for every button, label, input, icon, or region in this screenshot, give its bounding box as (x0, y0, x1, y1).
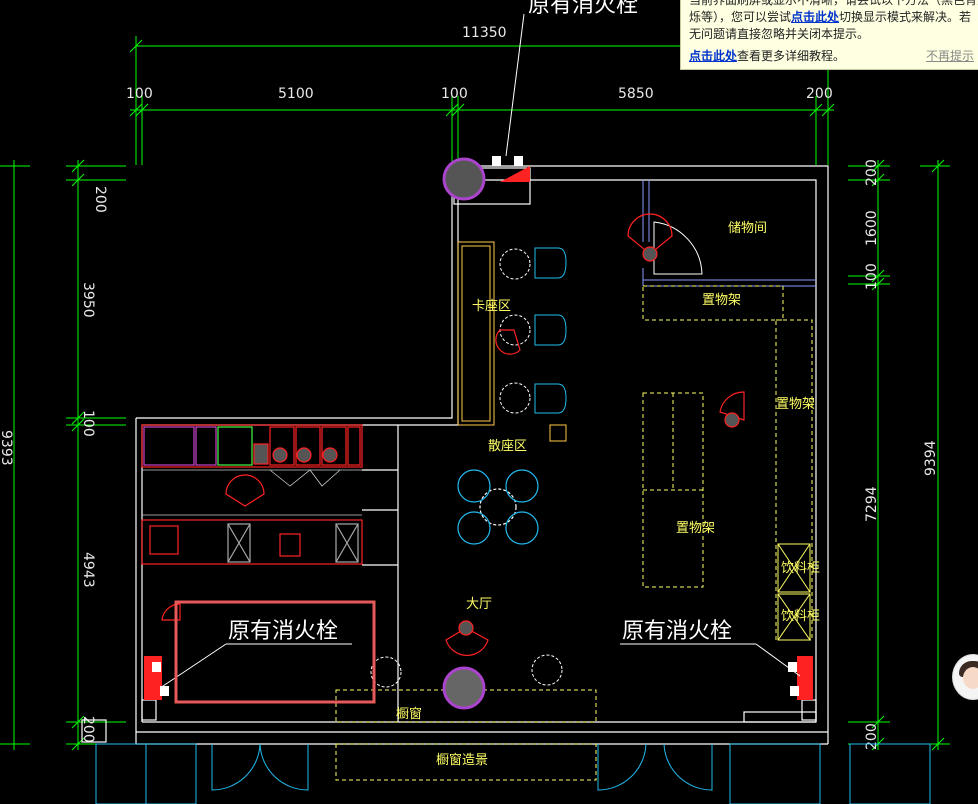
dim-right-d: 7294 (864, 486, 880, 522)
notice-text: 烁等），您可以尝试 (689, 10, 792, 24)
kitchen-counter-lines (142, 469, 362, 516)
column-marker (549, 424, 567, 442)
tutorial-link[interactable]: 点击此处 (689, 49, 738, 63)
dim-left-d: 4943 (80, 552, 96, 588)
notice-line-2: 烁等），您可以尝试点击此处切换显示模式来解决。若 (689, 9, 972, 26)
hydrant-top[interactable] (442, 156, 530, 201)
label-beverage-1: 饮料柜 (781, 561, 820, 576)
dim-right-e: 200 (864, 723, 880, 750)
dim-left-outer: 9393 (0, 430, 14, 466)
booth-bench (457, 241, 495, 426)
dismiss-notice-button[interactable]: 不再提示 (925, 49, 974, 63)
notice-line-3: 无问题请直接忽略并关闭本提示。 (689, 27, 870, 41)
label-beverage-2: 饮料柜 (781, 609, 820, 624)
dim-right-a: 200 (864, 159, 880, 186)
kitchen-equipment (141, 424, 363, 565)
label-hydrant-right: 原有消火栓 (622, 619, 732, 644)
label-booth-area: 卡座区 (472, 299, 511, 314)
label-window-scene: 橱窗造景 (436, 752, 488, 768)
label-shelf-top: 置物架 (702, 293, 741, 308)
label-display-window: 橱窗 (396, 706, 422, 722)
notice-text: 切换显示模式来解决。若 (839, 10, 972, 24)
dim-total-width: 11350 (462, 25, 507, 41)
dim-right-outer: 9394 (923, 440, 939, 476)
label-storage: 储物间 (728, 221, 767, 236)
notice-line-4: 点击此处查看更多详细教程。 (689, 48, 970, 65)
storage-door-swing (653, 221, 703, 275)
dim-left-b: 3950 (80, 282, 96, 318)
dim-left-a: 200 (92, 186, 108, 213)
beverage-cabinets (777, 543, 811, 641)
display-mode-notice: 当前界面刷屏或显示不清晰，请尝试以下方法（黑色背景、 烁等），您可以尝试点击此处… (680, 0, 978, 70)
dim-seg3: 100 (441, 86, 468, 102)
fan-symbols (161, 213, 745, 656)
dim-seg5: 200 (806, 86, 833, 102)
dim-seg4: 5850 (618, 86, 654, 102)
hydrant-right[interactable] (788, 656, 813, 700)
label-hydrant-top: 原有消火栓 (528, 0, 638, 18)
label-lobby: 大厅 (466, 597, 492, 612)
label-shelf-center: 置物架 (676, 521, 715, 536)
switch-display-mode-link[interactable]: 点击此处 (791, 10, 840, 24)
entrance-doors (95, 743, 931, 804)
leader-lines (159, 13, 801, 689)
assistant-avatar[interactable] (952, 654, 978, 700)
lobby-stools (370, 654, 563, 688)
label-hydrant-left: 原有消火栓 (228, 619, 338, 644)
label-shelf-right: 置物架 (776, 397, 815, 412)
hydrant-left[interactable] (144, 656, 169, 700)
loose-seating-table (457, 469, 539, 545)
notice-text: 查看更多详细教程。 (737, 49, 846, 63)
dim-seg1: 100 (126, 86, 153, 102)
furniture (335, 285, 813, 781)
label-loose-seating: 散座区 (488, 439, 527, 454)
dim-right-b: 1600 (864, 210, 880, 246)
dim-seg2: 5100 (278, 86, 314, 102)
highlight-box (174, 600, 376, 704)
dim-left-c: 100 (80, 410, 96, 437)
notice-line-1: 当前界面刷屏或显示不清晰，请尝试以下方法（黑色背景、 (689, 0, 978, 7)
dim-right-c: 100 (864, 263, 880, 290)
dim-left-e: 200 (80, 716, 96, 743)
lobby-column (442, 666, 486, 710)
avatar-face (963, 667, 978, 689)
